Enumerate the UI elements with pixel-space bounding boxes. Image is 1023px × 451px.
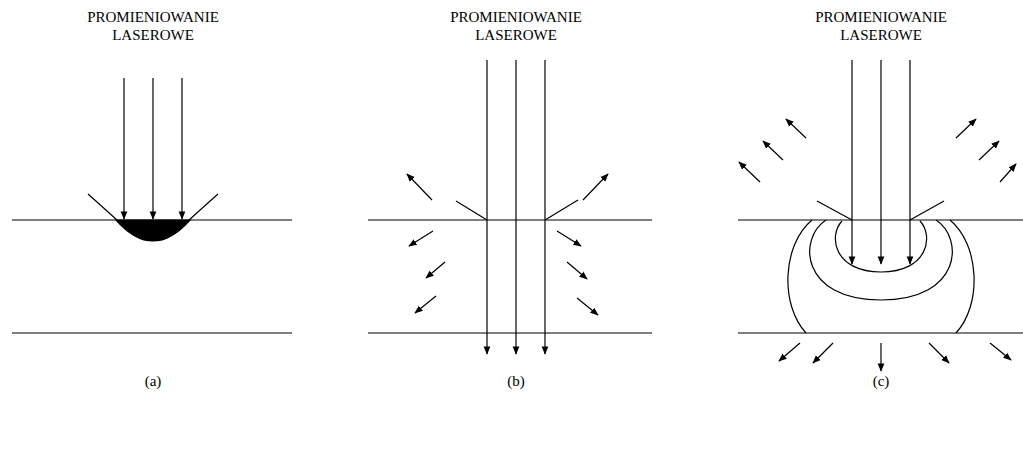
beam-heading: PROMIENIOWANIE LASEROWE	[801, 8, 961, 44]
panel-label: (c)	[851, 372, 911, 390]
panel-c-figure	[738, 60, 1023, 371]
beam-heading: PROMIENIOWANIE LASEROWE	[73, 8, 233, 44]
beam-heading: PROMIENIOWANIE LASEROWE	[436, 8, 596, 44]
panel-b-figure	[368, 60, 652, 354]
panel-label: (a)	[123, 372, 183, 390]
panel-label: (b)	[486, 372, 546, 390]
panel-a-figure	[12, 78, 292, 333]
